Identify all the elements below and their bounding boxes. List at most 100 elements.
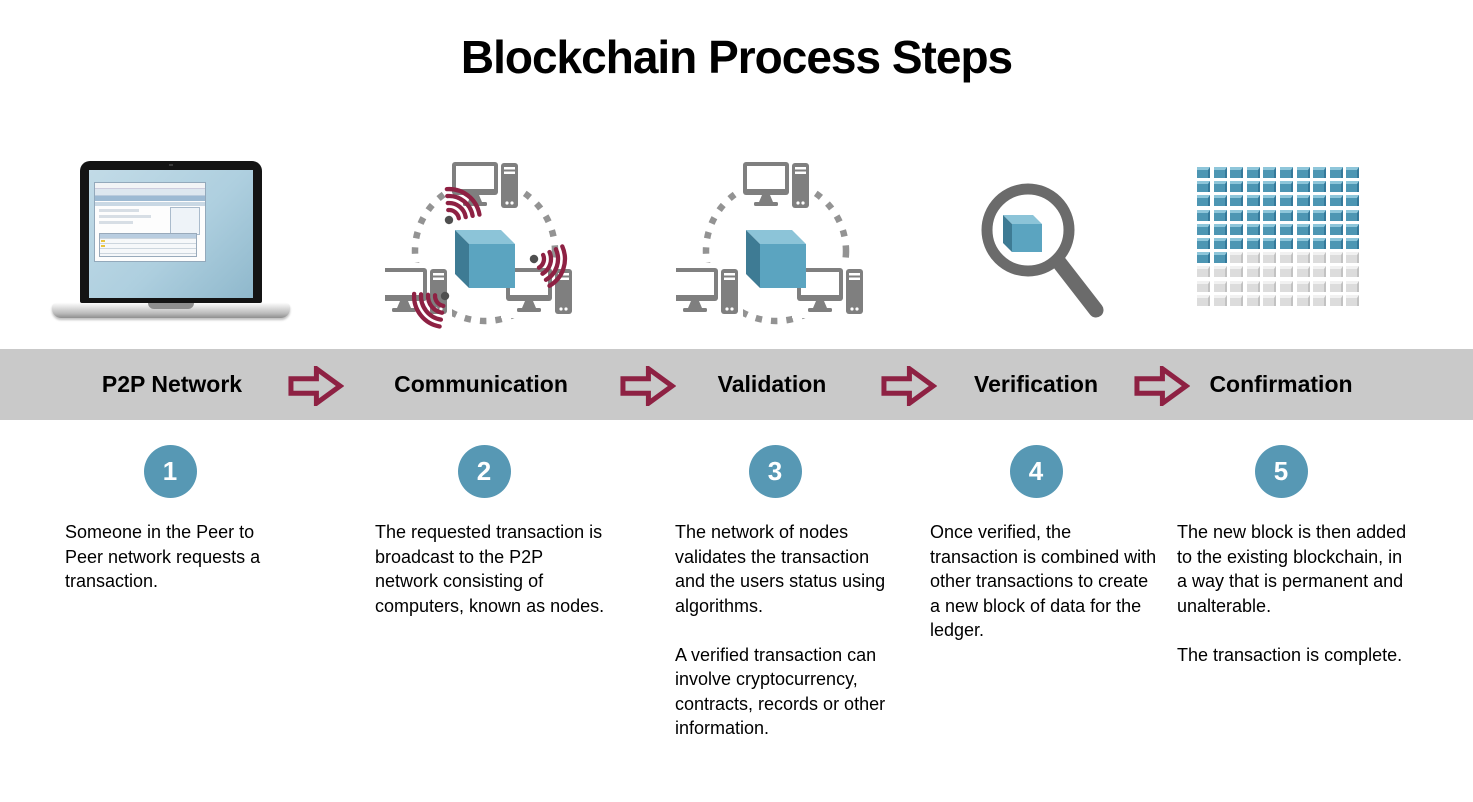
block-cube [1279,167,1293,178]
block-cube [1279,195,1293,207]
block-cube [1230,223,1244,235]
step-description-3: The network of nodes validates the trans… [675,522,886,738]
block-cube-front [1012,224,1042,252]
block-cube [1197,266,1210,278]
computer-icon [676,263,743,318]
block-cube [1263,167,1277,178]
block-cube [1329,209,1343,221]
block-cube [1230,167,1244,178]
block-cube [1197,280,1210,292]
block-cube [1246,280,1260,292]
laptop-lid [80,161,262,303]
block-cube [1246,209,1260,221]
block-cube [1246,252,1260,264]
block-cube [1213,280,1227,292]
block-cube [1230,266,1244,278]
block-cube [1263,294,1277,306]
block-cube [1213,294,1227,306]
block-cube [1246,294,1260,306]
block-cube [1279,223,1293,235]
block-cube [1313,294,1327,306]
laptop-base [52,303,290,318]
step-description-2: The requested transaction is broadcast t… [375,522,605,616]
block-cube [1279,237,1293,249]
block-cube [1230,209,1244,221]
block-cube [1346,266,1360,278]
block-cube [1213,252,1227,264]
block-cube [1230,294,1244,306]
block-cube [1296,209,1310,221]
block-cube [1246,167,1260,178]
block-cube [1279,252,1293,264]
block-cube [1296,195,1310,207]
p2p-cube-icon [676,158,868,325]
block-cube [1263,195,1277,207]
app-window [95,183,205,261]
block-cube [1197,167,1210,178]
block-cube [1296,280,1310,292]
block-cube [1313,266,1327,278]
block-cube [1346,280,1360,292]
step-description-5: The new block is then added to the exist… [1177,522,1407,665]
block-cube [1213,167,1227,178]
block-cube [1329,195,1343,207]
block-cube [1197,209,1210,221]
block-cube [1329,294,1343,306]
block-cube [1213,209,1227,221]
block-cube [1329,223,1343,235]
laptop-notch [148,303,194,309]
block-cube [1246,181,1260,193]
block-cube [1197,252,1210,264]
page-title: Blockchain Process Steps [460,31,1013,83]
block-cube [1213,195,1227,207]
blockchain-grid-icon [1197,167,1363,309]
block-cube-front [760,244,806,288]
block-cube [1296,252,1310,264]
block-cube-side [1003,215,1012,252]
block-cube [1279,181,1293,193]
block-cube [1279,266,1293,278]
band-label-validation: Validation [717,371,827,397]
band-label-verification: Verification [974,371,1098,397]
band-label-p2p-network: P2P Network [101,371,243,397]
laptop-camera [169,164,173,166]
step-description-1: Someone in the Peer to Peer network requ… [65,522,261,591]
block-cube [1263,280,1277,292]
block-cube [1313,167,1327,178]
step-arrow-icon [1134,366,1190,406]
block-cube [1263,209,1277,221]
block-cube [1213,181,1227,193]
block-cube [1246,237,1260,249]
block-cube [1279,280,1293,292]
block-cube [1296,266,1310,278]
block-cube [1263,252,1277,264]
block-cube [1313,252,1327,264]
block-cube [1346,223,1360,235]
block-cube [1279,294,1293,306]
block-cube [1197,195,1210,207]
step-arrow-icon [620,366,676,406]
block-cube [1279,209,1293,221]
band-label-communication: Communication [394,371,568,397]
block-cube [1197,181,1210,193]
block-cube [1230,252,1244,264]
block-cube [1346,167,1360,178]
block-cube [1263,237,1277,249]
block-cube [1313,181,1327,193]
block-cube [1346,252,1360,264]
block-cube-front [469,244,515,288]
block-cube [1230,237,1244,249]
block-cube-side [746,230,760,288]
computer-icon [738,158,814,212]
block-cube [1246,223,1260,235]
block-cube [1296,167,1310,178]
block-cube [1246,266,1260,278]
block-cube [1313,195,1327,207]
block-cube [1230,181,1244,193]
block-cube [1313,280,1327,292]
block-cube [1213,237,1227,249]
block-cube [1346,294,1360,306]
block-cube [1230,195,1244,207]
block-cube [1230,280,1244,292]
